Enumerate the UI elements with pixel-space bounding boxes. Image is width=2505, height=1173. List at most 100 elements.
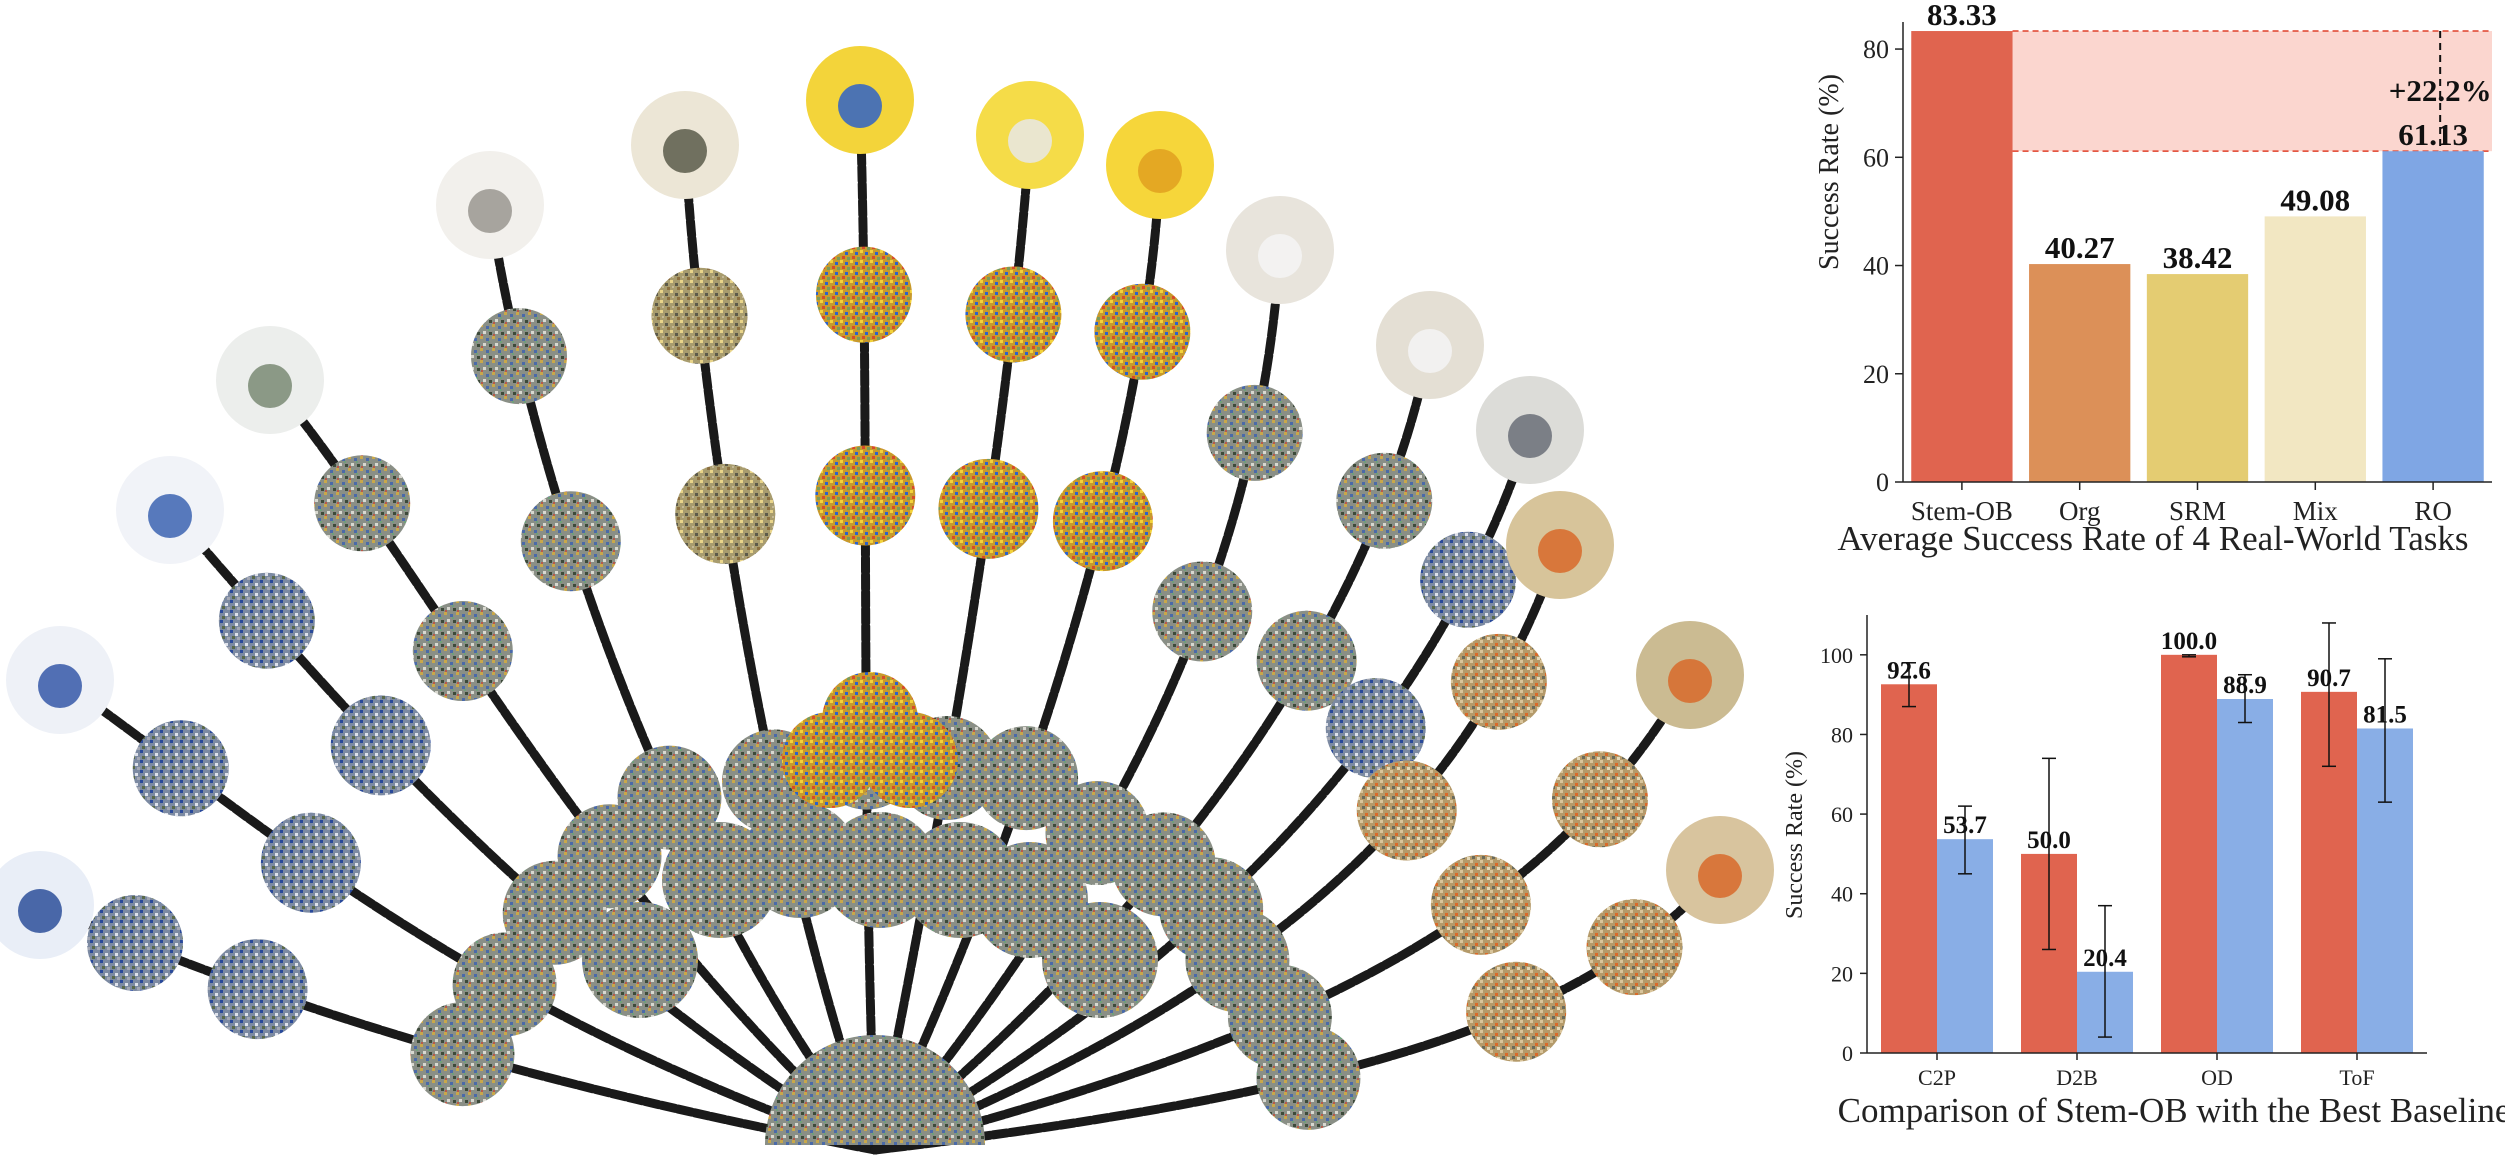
x-tick-label: SRM [2169, 496, 2226, 526]
noisy-observation-node [675, 463, 776, 564]
noisy-observation-node [1466, 961, 1567, 1062]
noisy-observation-node [1256, 1025, 1361, 1130]
x-tick-label: Mix [2293, 496, 2339, 526]
average-success-rate-chart: 83.33Stem-OB40.27Org38.42SRM49.08Mix61.1… [1814, 0, 2492, 558]
object-icon [1538, 529, 1582, 573]
noisy-observation-node [1256, 610, 1357, 711]
noisy-observation-node [965, 266, 1062, 363]
x-tick-label: Org [2059, 496, 2101, 526]
bar-od-baseline [2217, 699, 2273, 1053]
noisy-observation-node [582, 902, 698, 1018]
noisy-observation-node [815, 246, 912, 343]
noisy-observation-node [520, 491, 621, 592]
noisy-observation-node [1094, 283, 1191, 380]
noisy-observation-node [1551, 751, 1648, 848]
noisy-observation-node [782, 712, 878, 808]
noisy-observation-node [1206, 384, 1303, 481]
noisy-observation-node [132, 720, 229, 817]
bar-value-label: 100.0 [2161, 628, 2217, 655]
bar-od-stem-ob [2161, 654, 2217, 1053]
tree-branch [680, 140, 880, 1155]
y-tick-label: 100 [1820, 643, 1853, 668]
noisy-observation-node [260, 812, 361, 913]
improvement-band [2012, 31, 2492, 152]
root-noise-node [765, 1035, 985, 1145]
noisy-observation-node [412, 601, 513, 702]
x-tick-label: C2P [1918, 1065, 1956, 1090]
bar-stem-ob [1911, 31, 2013, 482]
object-icon [1508, 414, 1552, 458]
bar-value-label: 83.33 [1927, 0, 1997, 32]
x-tick-label: RO [2414, 496, 2452, 526]
noisy-observation-node [1420, 531, 1517, 628]
object-icon [838, 84, 882, 128]
y-tick-label: 20 [1863, 360, 1889, 389]
tree-branch [870, 130, 1035, 1155]
noisy-observation-node [651, 267, 748, 364]
bar-c2p-stem-ob [1881, 684, 1937, 1053]
bar-value-label: 38.42 [2163, 240, 2233, 275]
y-tick-label: 60 [1863, 143, 1889, 172]
chart1-y-axis-label: Success Rate (%) [1814, 74, 1845, 270]
chart1-title: Average Success Rate of 4 Real-World Tas… [1837, 519, 2468, 558]
noisy-observation-node [87, 894, 183, 991]
y-tick-label: 60 [1831, 802, 1853, 827]
y-tick-label: 40 [1831, 882, 1853, 907]
y-tick-label: 0 [1842, 1041, 1853, 1066]
y-tick-label: 40 [1863, 252, 1889, 281]
noisy-observation-node [1052, 471, 1153, 572]
bar-srm [2146, 274, 2249, 482]
object-icon [663, 129, 707, 173]
bar-value-label: 81.5 [2363, 701, 2407, 728]
tree-branch [855, 95, 880, 1155]
object-icon [468, 189, 512, 233]
stem-ob-vs-baseline-chart: 92.653.7C2P50.020.4D2B100.088.9OD90.781.… [1782, 615, 2505, 1130]
noisy-observation-node [1450, 633, 1547, 730]
bar-value-label: 49.08 [2280, 182, 2350, 217]
bar-mix [2264, 216, 2366, 482]
chart2-y-axis-label: Success Rate (%) [1782, 751, 1808, 919]
noisy-observation-node [617, 745, 722, 850]
bar-value-label: 50.0 [2027, 827, 2071, 854]
bar-value-label: 61.13 [2398, 117, 2468, 152]
y-tick-label: 80 [1863, 35, 1889, 64]
noisy-observation-node [862, 712, 958, 808]
noisy-observation-node [314, 455, 411, 552]
noisy-observation-node [1586, 899, 1683, 996]
bar-value-label: 20.4 [2083, 945, 2127, 972]
bar-value-label: 40.27 [2045, 230, 2115, 265]
object-icon [1138, 149, 1182, 193]
y-tick-label: 20 [1831, 961, 1853, 986]
improvement-annotation: +22.2% [2389, 73, 2492, 108]
object-icon [38, 664, 82, 708]
bar-value-label: 53.7 [1943, 812, 1987, 839]
noisy-observation-node [1356, 760, 1457, 861]
object-icon [1668, 659, 1712, 703]
chart2-title: Comparison of Stem-OB with the Best Base… [1838, 1091, 2505, 1130]
x-tick-label: OD [2201, 1065, 2233, 1090]
noisy-observation-node [974, 726, 1079, 831]
bar-value-label: 88.9 [2223, 672, 2267, 699]
noisy-observation-node [1152, 561, 1253, 662]
noisy-observation-node [471, 308, 567, 405]
noisy-observation-node [938, 458, 1039, 559]
noisy-observation-node [1042, 902, 1158, 1018]
noisy-observation-node [1336, 452, 1433, 549]
object-icon [1698, 854, 1742, 898]
object-icon [248, 364, 292, 408]
noisy-observation-node [330, 695, 431, 796]
x-tick-label: ToF [2339, 1065, 2374, 1090]
object-icon [18, 889, 62, 933]
object-icon [148, 494, 192, 538]
bar-org [2029, 264, 2131, 482]
noisy-observation-node [815, 445, 916, 546]
bar-ro [2382, 151, 2484, 482]
object-icon [1008, 119, 1052, 163]
y-tick-label: 80 [1831, 722, 1853, 747]
noisy-observation-node [1325, 678, 1426, 779]
noisy-observation-node [218, 572, 315, 669]
noisy-observation-node [207, 939, 308, 1040]
y-tick-label: 0 [1876, 468, 1889, 497]
x-tick-label: D2B [2056, 1065, 2098, 1090]
bar-value-label: 92.6 [1887, 657, 1931, 684]
